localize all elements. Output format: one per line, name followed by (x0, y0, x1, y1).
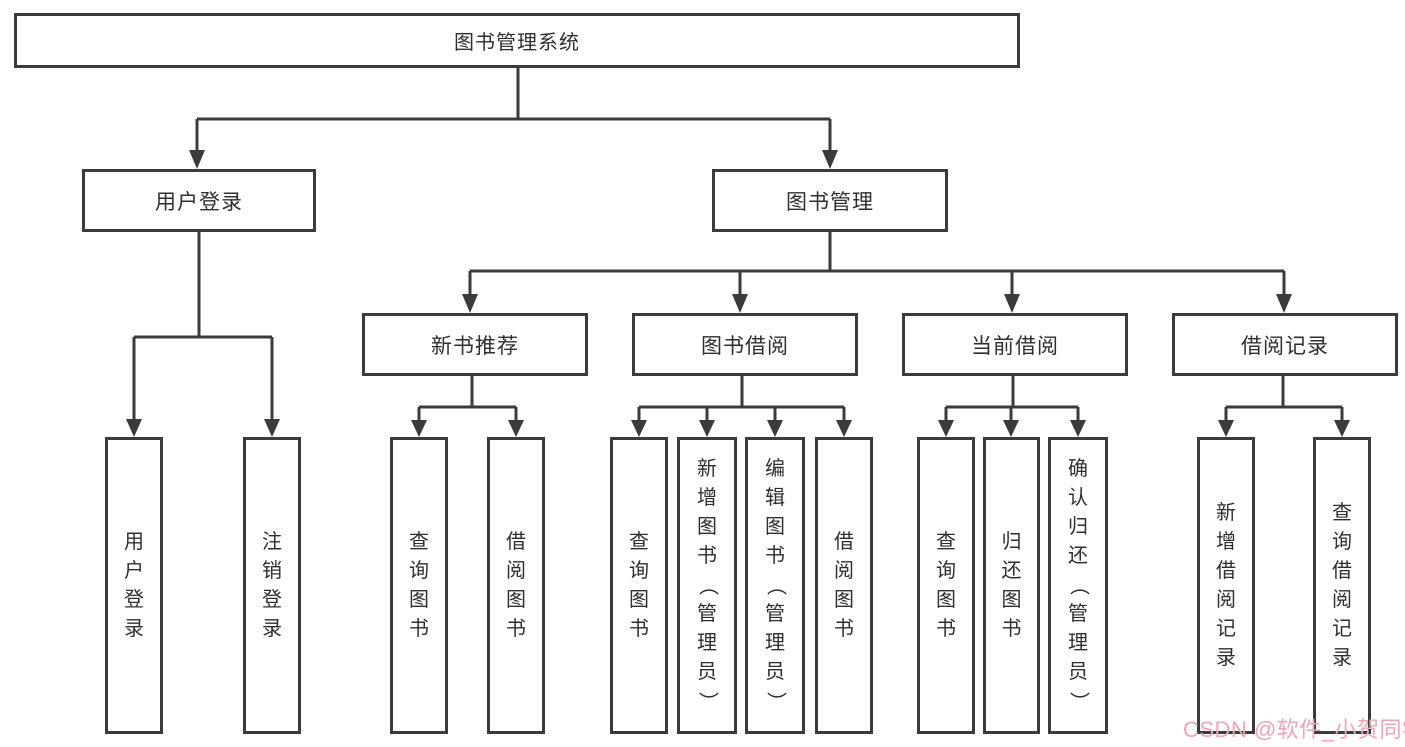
leaf-return-books: 归还图书 (983, 437, 1040, 734)
leaf-borrow-books-recommend: 借阅图书 (487, 437, 545, 734)
leaf-confirm-return-admin: 确认归还（管理员） (1048, 437, 1108, 734)
leaf-logout: 注销登录 (243, 437, 301, 734)
leaf-query-borrow-record: 查询借阅记录 (1313, 437, 1371, 734)
leaf-borrow-books-borrowing: 借阅图书 (815, 437, 873, 734)
node-user-login: 用户登录 (82, 169, 316, 232)
node-book-management: 图书管理 (712, 169, 948, 232)
node-new-book-recommend: 新书推荐 (362, 313, 588, 376)
leaf-add-book-admin: 新增图书（管理员） (677, 437, 737, 734)
node-borrow-records: 借阅记录 (1172, 313, 1398, 376)
node-root: 图书管理系统 (14, 13, 1020, 68)
csdn-watermark: CSDN @软件_小贺同学 (1183, 717, 1405, 742)
leaf-add-borrow-record: 新增借阅记录 (1197, 437, 1255, 734)
leaf-query-books-borrowing: 查询图书 (610, 437, 668, 734)
leaf-query-books-recommend: 查询图书 (390, 437, 448, 734)
node-book-borrowing: 图书借阅 (632, 313, 858, 376)
leaf-edit-book-admin: 编辑图书（管理员） (745, 437, 805, 734)
node-current-borrowing: 当前借阅 (902, 313, 1128, 376)
leaf-user-login: 用户登录 (105, 437, 163, 734)
leaf-query-books-current: 查询图书 (917, 437, 975, 734)
